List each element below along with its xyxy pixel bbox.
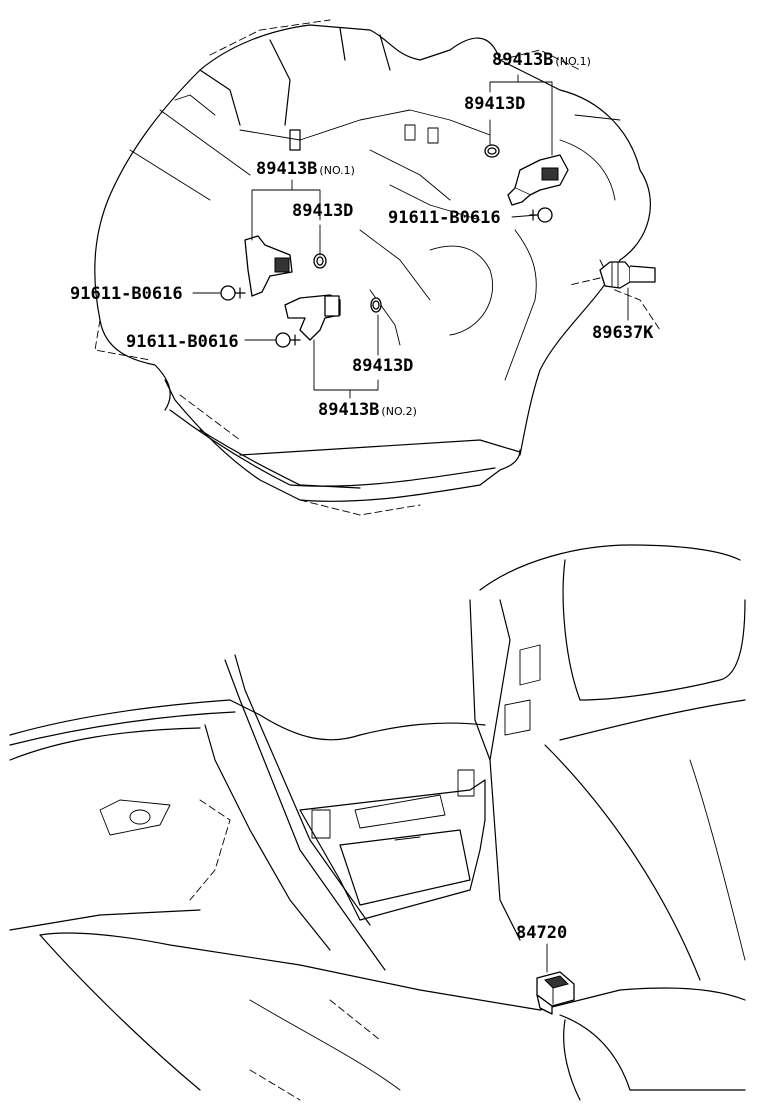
part-number: 91611-B0616	[388, 208, 501, 228]
callout-bolt-left-lower: 91611-B0616	[126, 334, 239, 351]
callout-bolt-left-upper: 91611-B0616	[70, 286, 183, 303]
part-number: 84720	[516, 923, 568, 943]
part-number: 89413B	[492, 50, 554, 70]
sensor-89637k	[599, 261, 656, 289]
part-number: 89413D	[292, 201, 354, 221]
callout-89413b-no1-left: 89413B(NO.1)	[256, 161, 355, 178]
bolt-left-upper	[220, 285, 246, 301]
part-note: (NO.2)	[381, 405, 417, 418]
callout-89413d-lower: 89413D	[352, 358, 413, 375]
part-note: (NO.1)	[555, 55, 591, 68]
part-number: 91611-B0616	[126, 332, 239, 352]
speed-sensor-no1-upper	[484, 144, 569, 206]
vehicle-interior	[9, 544, 746, 1101]
part-note: (NO.1)	[319, 164, 355, 177]
part-number: 89413D	[464, 94, 526, 114]
leader-lines-upper	[192, 74, 629, 399]
bolt-left-lower	[275, 332, 301, 348]
callout-84720: 84720	[516, 925, 567, 942]
part-number: 91611-B0616	[70, 284, 183, 304]
callout-89413b-no2: 89413B(NO.2)	[318, 402, 417, 419]
transmission-housing	[94, 19, 661, 516]
callout-89413d-top: 89413D	[464, 96, 525, 113]
part-number: 89413B	[318, 400, 380, 420]
callout-89413b-no1-top: 89413B(NO.1)	[492, 52, 591, 69]
part-number: 89413B	[256, 159, 318, 179]
part-number: 89413D	[352, 356, 414, 376]
callout-89413d-middle: 89413D	[292, 203, 353, 220]
callout-89637k: 89637K	[592, 325, 653, 342]
callout-bolt-right: 91611-B0616	[388, 210, 501, 227]
speed-sensor-no1-left	[244, 235, 327, 297]
part-number: 89637K	[592, 323, 654, 343]
speed-sensor-no2	[284, 294, 382, 341]
